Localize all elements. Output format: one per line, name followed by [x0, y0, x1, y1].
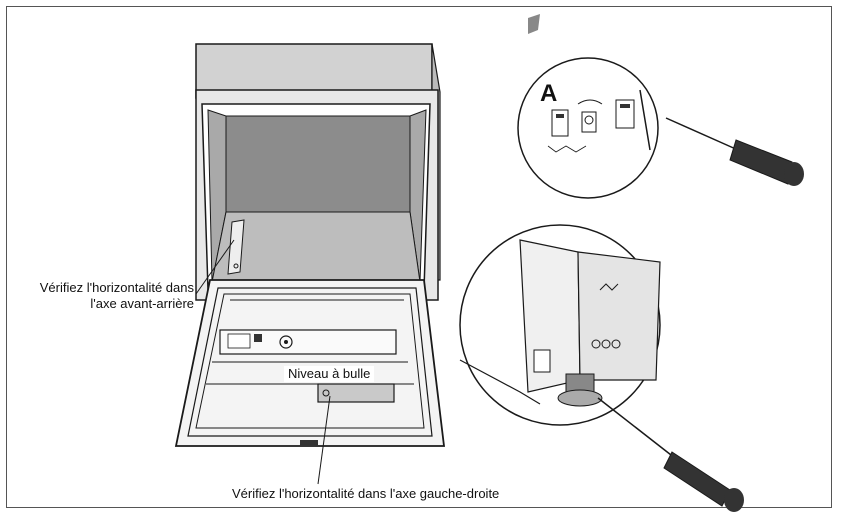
door-outer — [174, 279, 446, 447]
leader-left-right — [317, 395, 331, 485]
leader-front-back — [195, 239, 235, 295]
door-inner-2 — [195, 293, 425, 429]
label-spirit-level: Niveau à bulle — [284, 366, 375, 382]
panel-knob — [279, 335, 293, 349]
screwdriver-bottom — [597, 397, 744, 512]
panel-button — [254, 334, 262, 342]
marker-shape — [528, 14, 540, 34]
spirit-level-bar — [317, 383, 395, 403]
screwdriver-top — [665, 117, 804, 186]
rail-screw — [233, 263, 239, 269]
label-left-right-check: Vérifiez l'horizontalité dans l'axe gauc… — [232, 486, 500, 501]
label-front-back-line2: l'axe avant-arrière — [90, 296, 194, 311]
door-latch — [300, 440, 318, 446]
interior-back-wall — [225, 115, 411, 213]
label-front-back-line1: Vérifiez l'horizontalité dans — [39, 280, 194, 295]
detail-a-circle — [517, 57, 659, 199]
side-level-rail — [227, 219, 245, 275]
panel-display — [227, 333, 251, 349]
diagram-frame — [6, 6, 832, 508]
door-inner — [187, 287, 433, 437]
label-front-back-check: Vérifiez l'horizontalité dans l'axe avan… — [12, 280, 194, 312]
detail-a-letter: A — [540, 80, 558, 107]
detail-b-circle — [459, 224, 661, 426]
spirit-level-bubble — [322, 389, 330, 397]
